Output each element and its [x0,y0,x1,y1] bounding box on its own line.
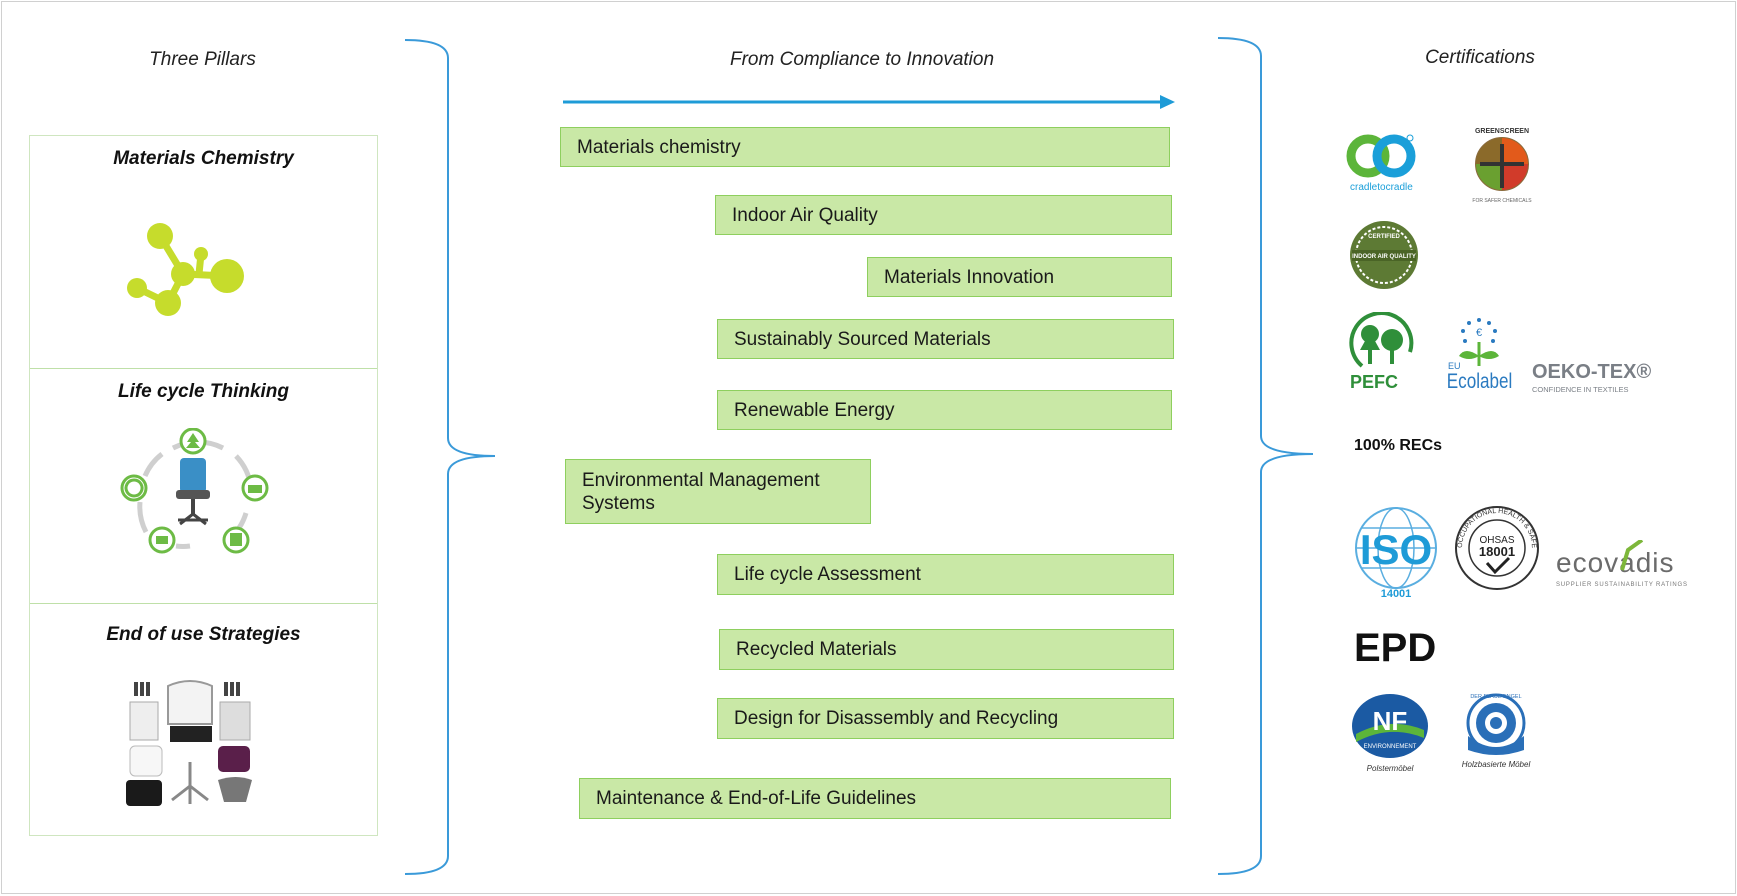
stage-renewable-energy: Renewable Energy [717,390,1172,430]
stage-indoor-air-quality: Indoor Air Quality [715,195,1172,235]
pillar-divider [30,368,377,369]
eu-text: EU [1448,361,1461,371]
pefc-logo: PEFC [1349,312,1414,392]
left-brace [404,39,496,875]
lifecycle-chair-icon [120,428,269,554]
epd-text: EPD [1354,626,1436,670]
iso-text: ISO [1360,526,1432,573]
right-brace [1217,37,1314,875]
oeko-tex-logo: OEKO-TEX® CONFIDENCE IN TEXTILES [1532,361,1651,394]
iaq-top-text: CERTIFIED [1368,234,1400,240]
pillar-materials-chemistry-label: Materials Chemistry [113,148,294,169]
stage-materials-chemistry: Materials chemistry [560,127,1170,167]
pillar-divider [30,603,377,604]
greenscreen-bottom-text: FOR SAFER CHEMICALS [1472,198,1532,204]
cradle-to-cradle-logo: cradletocradle [1346,134,1416,193]
stage-environmental-management: Environmental Management Systems [565,459,871,524]
oeko-sub-text: CONFIDENCE IN TEXTILES [1532,385,1629,394]
cradle-caption: cradletocradle [1350,182,1413,193]
molecule-icon [127,223,244,316]
certifications-title: Certifications [1425,47,1535,68]
recs-label: 100% RECs [1354,437,1443,454]
oeko-text: OEKO-TEX® [1532,361,1651,383]
stage-design-for-disassembly: Design for Disassembly and Recycling [717,698,1174,739]
nf-caption: Polstermöbel [1367,764,1414,773]
pillar-lifecycle-label: Life cycle Thinking [117,381,290,402]
iso-14001-logo: ISO 14001 [1355,507,1437,598]
blauer-engel-caption: Holzbasierte Möbel [1462,760,1531,769]
ecolabel-text: Ecolabel [1447,370,1513,392]
progression-arrow [563,95,1175,109]
blauer-engel-logo: DER BLAUE ENGEL Holzbasierte Möbel [1462,693,1531,769]
ecovadis-logo: ecovadis SUPPLIER SUSTAINABILITY RATINGS [1556,540,1688,588]
blauer-engel-top: DER BLAUE ENGEL [1470,694,1521,700]
eu-ecolabel-logo: € EU Ecolabel [1447,318,1513,392]
indoor-air-quality-logo: INDOOR AIR QUALITY CERTIFIED [1350,221,1418,289]
disassembled-chair-icon [126,680,252,806]
greenscreen-logo: GREENSCREEN FOR SAFER CHEMICALS [1472,128,1532,204]
stage-maintenance-end-of-life: Maintenance & End-of-Life Guidelines [579,778,1171,819]
pillars-panel: Materials Chemistry Life cycle Thinking [29,135,378,836]
ecovadis-text: ecovadis [1556,547,1675,578]
stage-materials-innovation: Materials Innovation [867,257,1172,297]
stage-life-cycle-assessment: Life cycle Assessment [717,554,1174,595]
pillar-end-of-use-label: End of use Strategies [106,624,301,645]
nf-environnement-logo: NF ENVIRONNEMENT Polstermöbel [1352,694,1428,773]
ecovadis-sub-text: SUPPLIER SUSTAINABILITY RATINGS [1556,582,1688,588]
greenscreen-top-text: GREENSCREEN [1475,128,1529,135]
nf-sub-text: ENVIRONNEMENT [1364,744,1417,750]
stage-sustainably-sourced: Sustainably Sourced Materials [717,319,1174,359]
three-pillars-title: Three Pillars [149,49,256,70]
compliance-to-innovation-title: From Compliance to Innovation [730,49,995,70]
stage-recycled-materials: Recycled Materials [719,629,1174,670]
epd-logo: EPD [1354,626,1436,670]
ohsas-text: OHSAS [1479,535,1514,546]
iso-number: 14001 [1381,588,1412,598]
nf-text: NF [1373,706,1408,736]
ohsas-18001-logo: OCCUPATIONAL HEALTH & SAFETY OHSAS 18001 [1454,505,1539,590]
ohsas-number: 18001 [1479,544,1515,559]
pefc-text: PEFC [1350,372,1398,392]
svg-text:€: € [1476,327,1482,339]
iaq-band-text: INDOOR AIR QUALITY [1352,254,1416,260]
